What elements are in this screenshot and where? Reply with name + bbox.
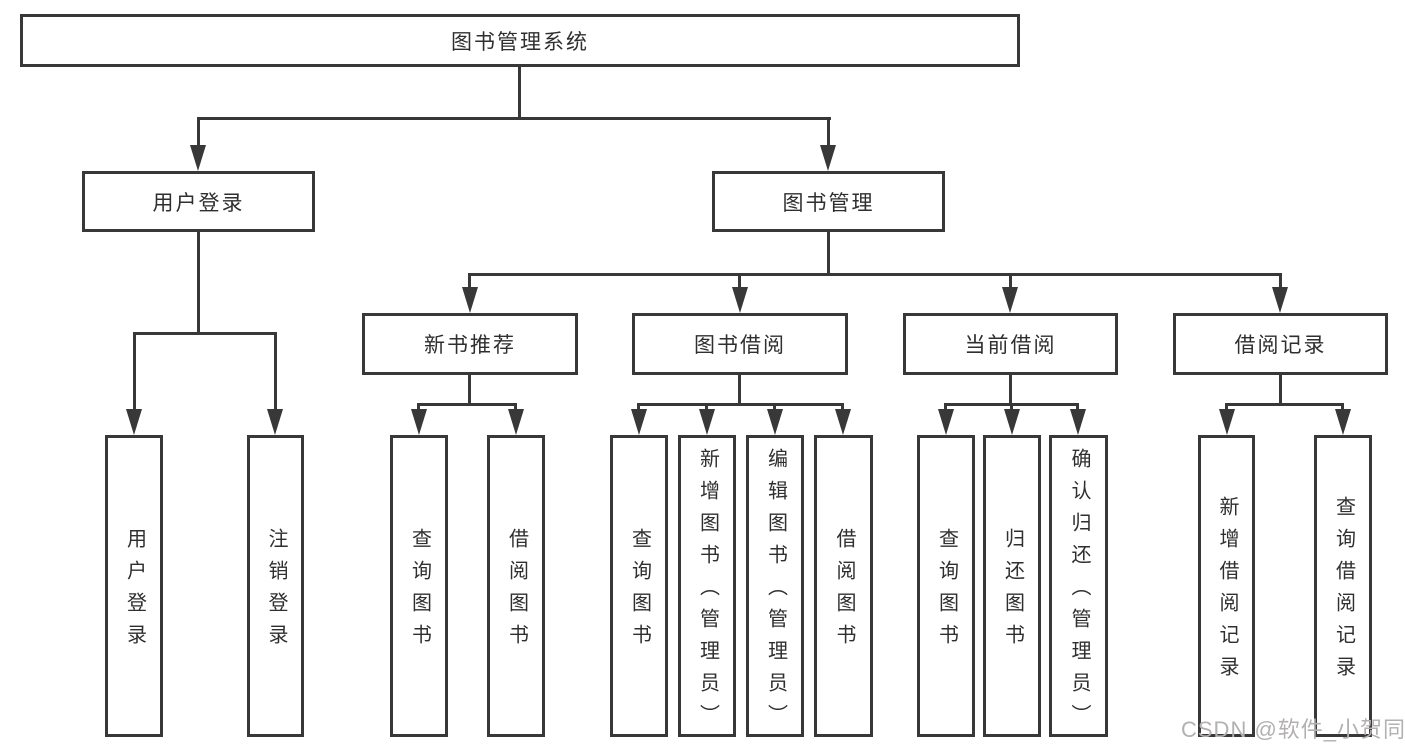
connector-to-borrow-records bbox=[1279, 273, 1282, 289]
connector-to-current-borrow bbox=[1009, 273, 1012, 289]
node-borrow-records: 借阅记录 bbox=[1173, 313, 1388, 375]
node-root-label: 图书管理系统 bbox=[451, 30, 589, 54]
connector-to-leaf-user-login bbox=[133, 332, 136, 411]
connector-new-book-recommend-stub bbox=[468, 375, 471, 406]
node-book-management-label: 图书管理 bbox=[782, 191, 875, 215]
arrow-down-icon bbox=[267, 409, 283, 435]
connector-to-leaf bbox=[1225, 403, 1228, 411]
connector-borrow-records-stub bbox=[1279, 375, 1282, 406]
leaf-query-books-current-label: 查询图书 bbox=[935, 528, 958, 656]
node-new-book-recommend-label: 新书推荐 bbox=[424, 334, 516, 357]
leaf-return-books: 归还图书 bbox=[983, 435, 1041, 737]
leaf-logout-label: 注销登录 bbox=[265, 528, 287, 656]
leaf-query-books-recommend: 查询图书 bbox=[390, 435, 448, 737]
connector-borrow-records-branch bbox=[1225, 403, 1344, 406]
leaf-add-borrow-record-label: 新增借阅记录 bbox=[1216, 496, 1238, 688]
leaf-user-login: 用户登录 bbox=[105, 435, 163, 737]
node-book-borrow: 图书借阅 bbox=[632, 313, 848, 375]
node-user-login: 用户登录 bbox=[82, 171, 315, 232]
connector-user-login-branch bbox=[133, 332, 277, 335]
connector-to-leaf bbox=[637, 403, 640, 411]
node-borrow-records-label: 借阅记录 bbox=[1234, 334, 1327, 357]
node-root: 图书管理系统 bbox=[20, 14, 1020, 67]
watermark-text: CSDN @软件_小贺同学 bbox=[1181, 717, 1405, 742]
arrow-down-icon bbox=[835, 409, 851, 435]
arrow-down-icon bbox=[938, 409, 954, 435]
arrow-down-icon bbox=[1070, 409, 1086, 435]
arrow-down-icon bbox=[732, 287, 748, 313]
node-current-borrow: 当前借阅 bbox=[903, 313, 1118, 375]
node-book-management: 图书管理 bbox=[712, 171, 945, 232]
leaf-return-books-label: 归还图书 bbox=[1001, 528, 1024, 656]
leaf-query-books-current: 查询图书 bbox=[917, 435, 975, 737]
node-new-book-recommend: 新书推荐 bbox=[362, 313, 578, 375]
leaf-borrow-books-recommend: 借阅图书 bbox=[487, 435, 545, 737]
arrow-down-icon bbox=[126, 409, 142, 435]
arrow-down-icon bbox=[631, 409, 647, 435]
leaf-edit-books-admin-label: 编辑图书（管理员） bbox=[764, 448, 787, 736]
leaf-confirm-return-admin: 确认归还（管理员） bbox=[1049, 435, 1108, 737]
connector-book-borrow-branch bbox=[637, 403, 844, 406]
connector-book-management-stub bbox=[827, 232, 830, 276]
arrow-down-icon bbox=[820, 145, 836, 171]
leaf-confirm-return-admin-label: 确认归还（管理员） bbox=[1068, 448, 1090, 736]
leaf-add-books-admin-label: 新增图书（管理员） bbox=[696, 448, 719, 736]
connector-user-login-stub bbox=[197, 232, 200, 335]
connector-to-user-login bbox=[197, 117, 200, 147]
leaf-user-login-label: 用户登录 bbox=[123, 528, 146, 656]
leaf-logout: 注销登录 bbox=[247, 435, 304, 737]
connector-to-leaf bbox=[773, 403, 776, 411]
connector-new-book-recommend-branch bbox=[417, 403, 517, 406]
node-book-borrow-label: 图书借阅 bbox=[694, 334, 786, 357]
connector-book-management-branch bbox=[468, 273, 1282, 276]
connector-to-new-book-recommend bbox=[468, 273, 471, 289]
leaf-borrow-books-label: 借阅图书 bbox=[833, 528, 855, 656]
connector-to-leaf bbox=[944, 403, 947, 411]
arrow-down-icon bbox=[1002, 287, 1018, 313]
leaf-query-books-recommend-label: 查询图书 bbox=[408, 528, 431, 656]
leaf-query-books-borrow: 查询图书 bbox=[610, 435, 668, 737]
connector-to-leaf bbox=[1076, 403, 1079, 411]
arrow-down-icon bbox=[508, 409, 524, 435]
connector-root-branch bbox=[197, 117, 831, 120]
leaf-add-borrow-record: 新增借阅记录 bbox=[1198, 435, 1255, 737]
connector-to-leaf bbox=[417, 403, 420, 411]
leaf-edit-books-admin: 编辑图书（管理员） bbox=[746, 435, 804, 737]
arrow-down-icon bbox=[411, 409, 427, 435]
arrow-down-icon bbox=[1335, 409, 1351, 435]
leaf-query-borrow-record-label: 查询借阅记录 bbox=[1332, 496, 1355, 688]
connector-to-book-management bbox=[827, 117, 830, 147]
arrow-down-icon bbox=[190, 145, 206, 171]
arrow-down-icon bbox=[1272, 287, 1288, 313]
arrow-down-icon bbox=[1219, 409, 1235, 435]
connector-to-leaf bbox=[841, 403, 844, 411]
arrow-down-icon bbox=[462, 287, 478, 313]
connector-to-leaf bbox=[1341, 403, 1344, 411]
connector-to-leaf bbox=[514, 403, 517, 411]
connector-root-stub bbox=[518, 67, 521, 118]
arrow-down-icon bbox=[767, 409, 783, 435]
leaf-query-borrow-record: 查询借阅记录 bbox=[1314, 435, 1372, 737]
connector-to-book-borrow bbox=[738, 273, 741, 289]
node-current-borrow-label: 当前借阅 bbox=[964, 334, 1057, 357]
arrow-down-icon bbox=[1004, 409, 1020, 435]
node-user-login-label: 用户登录 bbox=[152, 191, 245, 215]
arrow-down-icon bbox=[699, 409, 715, 435]
connector-to-leaf bbox=[1010, 403, 1013, 411]
leaf-borrow-books-recommend-label: 借阅图书 bbox=[505, 528, 528, 656]
leaf-borrow-books: 借阅图书 bbox=[814, 435, 873, 737]
leaf-add-books-admin: 新增图书（管理员） bbox=[678, 435, 736, 737]
connector-current-borrow-stub bbox=[1009, 375, 1012, 406]
connector-book-borrow-stub bbox=[738, 375, 741, 406]
connector-to-leaf-logout bbox=[274, 332, 277, 411]
leaf-query-books-borrow-label: 查询图书 bbox=[628, 528, 651, 656]
connector-to-leaf bbox=[705, 403, 708, 411]
